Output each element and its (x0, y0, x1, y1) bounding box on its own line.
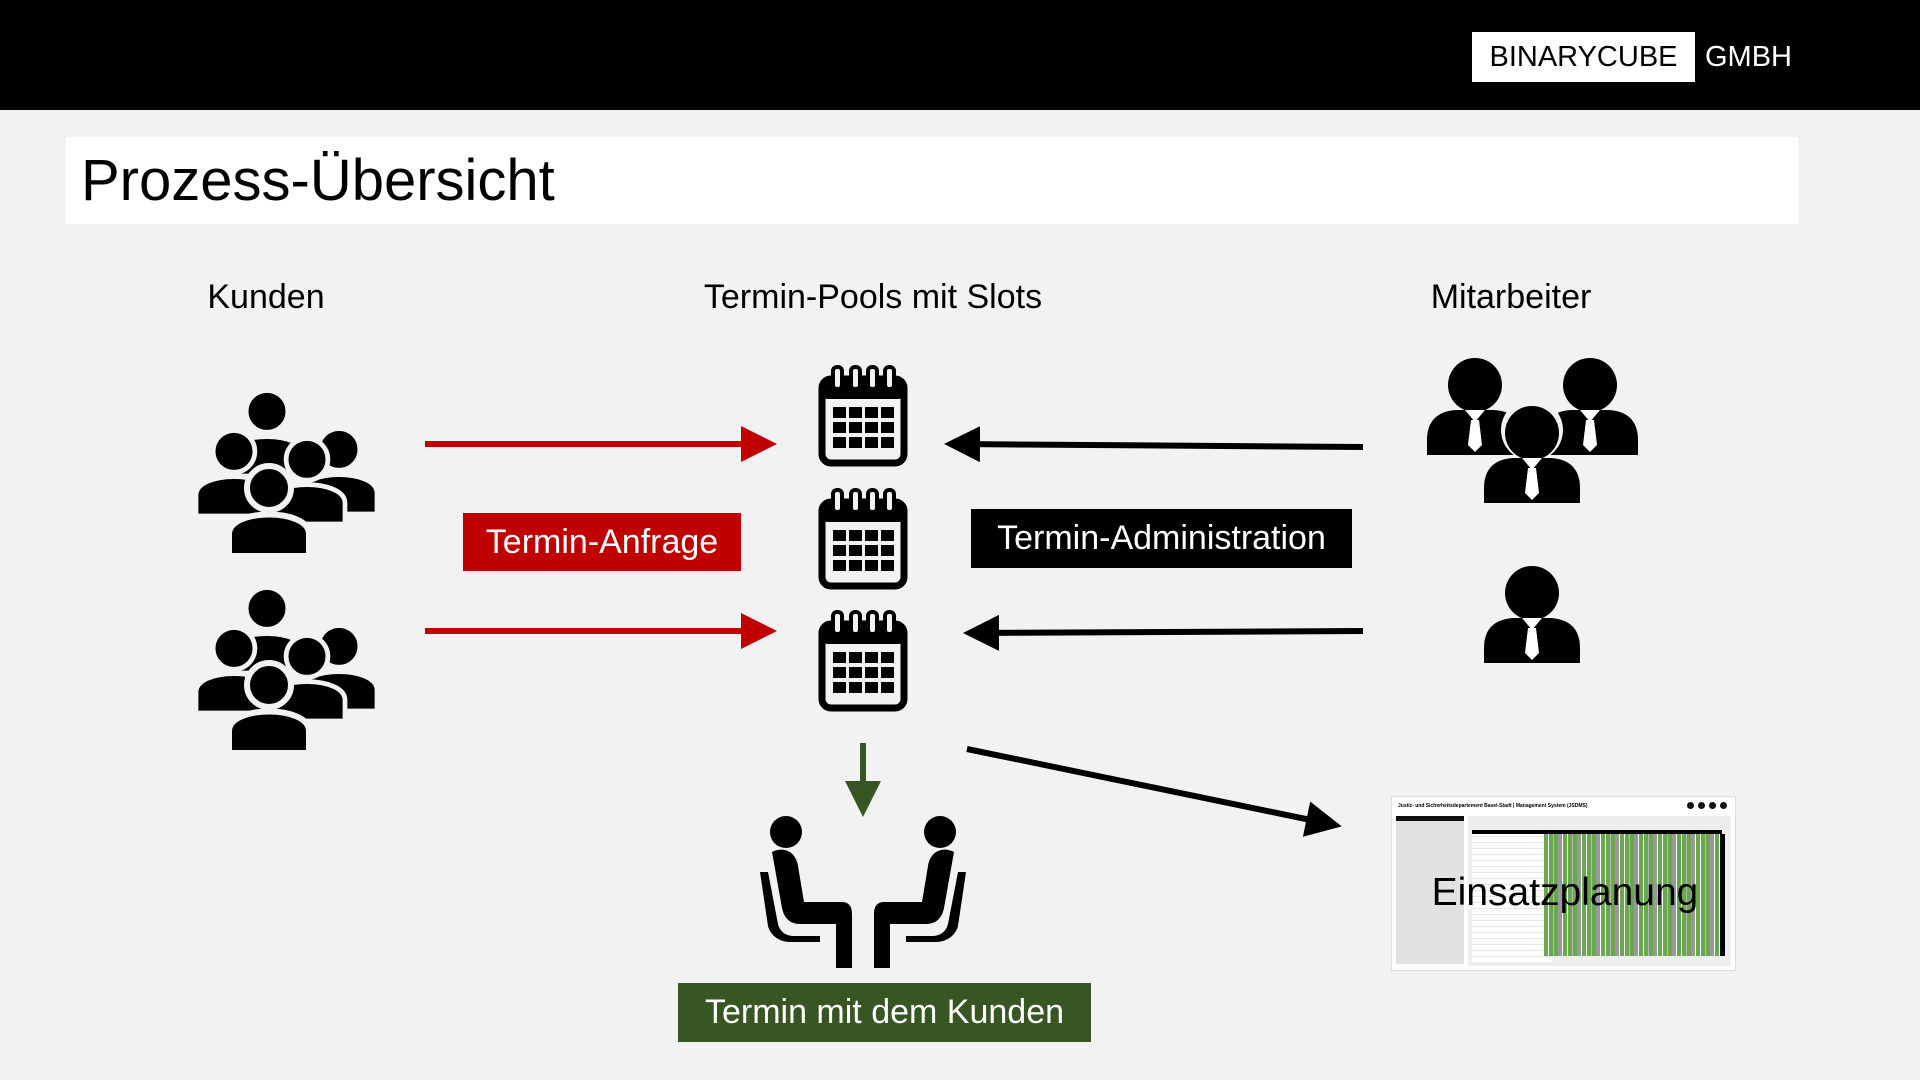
thumbnail-header: Justiz- und Sicherheitsdepartement Basel… (1398, 803, 1588, 809)
planning-arrow (966, 746, 1342, 837)
administration-arrow (944, 426, 1364, 463)
thumbnail-names (1472, 834, 1552, 962)
thumbnail-sidebar (1396, 816, 1464, 964)
calendar-icon (822, 490, 904, 586)
calendar-icon (822, 367, 904, 463)
thumbnail-scrollbar (1720, 834, 1725, 956)
logo-suffix: GMBH (1705, 41, 1792, 73)
administration-arrow (963, 614, 1364, 651)
title-box: Prozess-Übersicht (66, 137, 1798, 224)
thumbnail-icons (1687, 802, 1727, 809)
thumbnail-table-header (1472, 830, 1722, 834)
customers-group-icon (196, 391, 377, 557)
thumbnail-main (1468, 816, 1731, 966)
heading-pools: Termin-Pools mit Slots (703, 278, 1043, 316)
heading-employees: Mitarbeiter (1430, 278, 1592, 316)
planning-screenshot: Justiz- und Sicherheitsdepartement Basel… (1391, 796, 1736, 971)
meeting-icon (760, 816, 966, 968)
employee-icon (1484, 566, 1580, 663)
employees-group-icon (1427, 358, 1638, 505)
meeting-label: Termin mit dem Kunden (678, 983, 1091, 1042)
page-title: Prozess-Übersicht (81, 148, 555, 213)
administration-label: Termin-Administration (971, 509, 1352, 568)
calendar-icon (822, 612, 904, 708)
top-bar: BINARYCUBE GMBH (0, 0, 1920, 110)
thumbnail-schedule-grid (1544, 834, 1720, 956)
logo: BINARYCUBE (1472, 32, 1695, 82)
customers-group-icon (196, 588, 377, 754)
planning-label: Einsatzplanung (1431, 871, 1699, 914)
request-label: Termin-Anfrage (463, 513, 741, 571)
heading-customers: Kunden (207, 278, 325, 316)
